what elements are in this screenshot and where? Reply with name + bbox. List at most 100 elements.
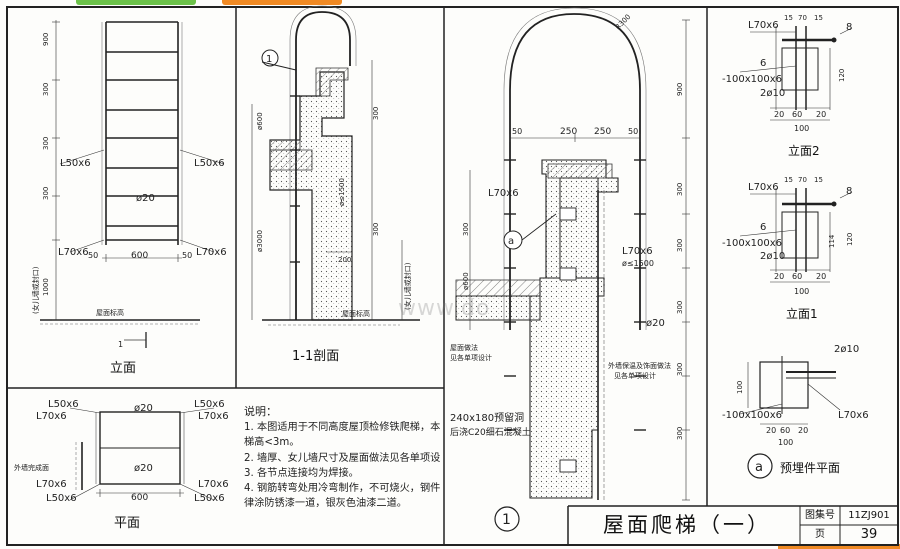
atlas-label: 图集号 xyxy=(805,510,835,521)
toolbar-orange-button[interactable] xyxy=(222,0,342,5)
det-wall-note-2: 见各单项设计 xyxy=(614,371,656,380)
elev1-num-6: 6 xyxy=(760,222,766,233)
drawing-title: 屋面爬梯（一） xyxy=(603,513,771,537)
note-line: 3. 各节点连接均为焊接。 xyxy=(244,467,359,479)
title-block: 屋面爬梯（一） 图集号 11ZJ901 页 39 xyxy=(568,506,898,544)
bottom-orange-button[interactable] xyxy=(778,544,900,549)
elev-section-mark: 1 xyxy=(118,340,123,349)
title-block-lines xyxy=(567,505,898,545)
elevation-dimension-ticks xyxy=(52,21,60,321)
elevation-1-view xyxy=(739,188,853,283)
det-dim-250b: 250 xyxy=(594,127,611,137)
sec-roof-level: 屋面标高 xyxy=(342,309,370,318)
sec-dim-200: 200 xyxy=(338,256,351,264)
ladder-rungs xyxy=(106,21,178,241)
det-dim-50b: 50 xyxy=(628,127,638,136)
det-phi20: ø20 xyxy=(646,318,665,329)
sec-dim-300a: 300 xyxy=(372,107,380,120)
section-view xyxy=(251,5,420,326)
plan-view xyxy=(69,407,215,501)
det-wall-note-1: 外墙保温及饰面做法 xyxy=(608,361,671,370)
elev1-labels: L70x6 15 70 15 8 6 -100x100x6 2ø10 20 60… xyxy=(722,176,854,321)
plan-l50-tl: L50x6 xyxy=(48,399,79,410)
atlas-value: 11ZJ901 xyxy=(848,510,890,521)
plan-dim-600: 600 xyxy=(131,493,148,503)
notes-block: 说明： 1. 本图适用于不同高度屋顶检修铁爬梯，本梯 梯高<3m。 2. 墙厚、… xyxy=(244,404,440,511)
det-dim-300c: 300 xyxy=(676,301,684,314)
embed-l70: L70x6 xyxy=(838,410,869,421)
det-dim-r300: R300 xyxy=(614,13,633,32)
elev-dim-300a: 300 xyxy=(42,83,50,96)
det-dim-300d: 300 xyxy=(676,363,684,376)
plan-wall-finish: 外墙完成面 xyxy=(14,463,49,472)
note-line: 梯高<3m。 xyxy=(244,437,300,449)
elev2-title: 立面2 xyxy=(788,143,820,158)
elev-l50-left: L50x6 xyxy=(60,158,91,169)
elev-l70-right: L70x6 xyxy=(196,247,227,258)
embed-dim-20a: 20 xyxy=(766,426,776,435)
det-dim-900: 900 xyxy=(676,83,684,96)
elev1-plate: -100x100x6 xyxy=(722,238,782,249)
watermark: www.do xyxy=(398,296,491,321)
plan-l70-br: L70x6 xyxy=(198,479,229,490)
plan-l50-tr: L50x6 xyxy=(194,399,225,410)
notes-heading: 说明： xyxy=(244,405,277,418)
toolbar-green-button[interactable] xyxy=(76,0,196,5)
elev2-num-6: 6 xyxy=(760,58,766,69)
elev-vertical-note: (女儿墙或封口) xyxy=(31,266,40,314)
elev-roof-level: 屋面标高 xyxy=(96,308,124,317)
section-title: 1-1剖面 xyxy=(292,349,339,364)
embed-circle-a: a xyxy=(755,460,763,475)
sec-dim-3000: ø3000 xyxy=(256,230,264,252)
page-label: 页 xyxy=(815,529,825,540)
elev-dim-50b: 50 xyxy=(182,251,192,260)
elev1-title: 立面1 xyxy=(786,306,818,321)
elev1-dim-60: 60 xyxy=(792,272,802,281)
plan-l70-bl: L70x6 xyxy=(36,479,67,490)
elev-dim-50a: 50 xyxy=(88,251,98,260)
elev2-dim-15a: 15 xyxy=(784,14,793,22)
elev-dim-900: 900 xyxy=(42,33,50,46)
det-dim-250a: 250 xyxy=(560,127,577,137)
elev1-num-8: 8 xyxy=(846,186,852,197)
elev1-dim-120: 120 xyxy=(846,233,854,246)
elevation-title: 立面 xyxy=(110,361,136,376)
det-beam-note-2: 后浇C20细石混凝土 xyxy=(450,426,531,438)
sec-dim-1500: ø≤1500 xyxy=(338,178,346,206)
plan-l50-bl: L50x6 xyxy=(46,493,77,504)
note-line: 4. 钢筋转弯处用冷弯制作，不可烧火，钢件一 xyxy=(244,483,440,495)
sec-vertical-note: (女儿墙或封口) xyxy=(403,262,412,310)
elev2-dim-60: 60 xyxy=(792,110,802,119)
det-roof-note: 屋面做法见各单项设计 xyxy=(450,343,492,362)
embed-dim-100-v: 100 xyxy=(736,381,744,394)
elev-dim-300c: 300 xyxy=(42,187,50,200)
elev2-2phi10: 2ø10 xyxy=(760,88,785,99)
elev1-dim-15a: 15 xyxy=(784,176,793,184)
det-wall-note: 外墙保温及饰面做法见各单项设计 xyxy=(608,361,671,380)
elev2-dim-20a: 20 xyxy=(774,110,784,119)
det-l70-lower: L70x6 xyxy=(622,246,653,257)
elev1-dim-20a: 20 xyxy=(774,272,784,281)
embed-dim-20b: 20 xyxy=(798,426,808,435)
plan-labels: L50x6 L70x6 L50x6 L70x6 ø20 ø20 外墙完成面 L7… xyxy=(14,399,229,531)
elev2-l70: L70x6 xyxy=(748,20,779,31)
note-line: 2. 墙厚、女儿墙尺寸及屋面做法见各单项设计。 xyxy=(244,452,440,464)
detail-dimension-ticks xyxy=(682,19,690,501)
elev-dim-300b: 300 xyxy=(42,137,50,150)
elev1-dim-20b: 20 xyxy=(816,272,826,281)
elev2-dim-15b: 15 xyxy=(814,14,823,22)
det-roof-note-1: 屋面做法 xyxy=(450,343,478,352)
det-circle-a: a xyxy=(508,236,514,247)
detail-rungs xyxy=(504,159,646,431)
det-dim-300b: 300 xyxy=(676,239,684,252)
det-dim-300a: 300 xyxy=(676,183,684,196)
plan-phi20-bottom: ø20 xyxy=(134,463,153,474)
det-dim-300f: 300 xyxy=(462,223,470,236)
embed-title: 预埋件平面 xyxy=(780,461,840,475)
page-value: 39 xyxy=(860,527,878,542)
embed-dim-100: 100 xyxy=(778,438,793,447)
section-circle-num: 1 xyxy=(266,54,272,65)
elevation-2-view xyxy=(739,26,853,121)
